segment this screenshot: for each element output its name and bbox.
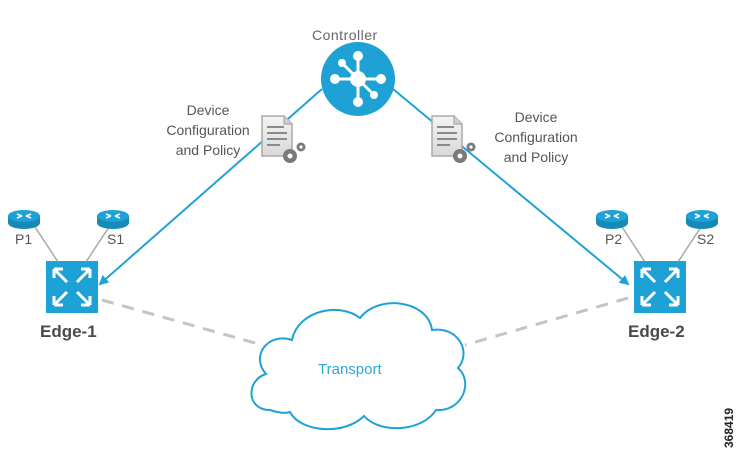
edge2-to-transport-link bbox=[464, 296, 629, 347]
config-label-left: Device Configuration and Policy bbox=[158, 100, 258, 160]
config-label-left-line2: Configuration bbox=[166, 122, 250, 138]
controller-label: Controller bbox=[312, 27, 378, 43]
router-label-s2: S2 bbox=[697, 231, 715, 247]
router-icon-p1 bbox=[8, 210, 40, 229]
router-label-p1: P1 bbox=[15, 231, 33, 247]
p1-to-edge1-link bbox=[32, 223, 59, 263]
router-icon-s2 bbox=[686, 210, 718, 229]
p2-to-edge2-link bbox=[619, 223, 646, 263]
document-gear-icon-left bbox=[261, 115, 306, 163]
config-label-right-line3: and Policy bbox=[503, 149, 569, 165]
cloud-icon bbox=[250, 302, 467, 430]
config-label-left-line3: and Policy bbox=[175, 142, 241, 158]
edge1-label: Edge-1 bbox=[40, 322, 97, 341]
router-label-p2: P2 bbox=[605, 231, 623, 247]
edge2-label: Edge-2 bbox=[628, 322, 685, 341]
router-label-s1: S1 bbox=[107, 231, 125, 247]
transport-label: Transport bbox=[318, 361, 382, 378]
config-label-right-line1: Device bbox=[514, 109, 558, 125]
config-label-right: Device Configuration and Policy bbox=[486, 107, 586, 167]
s2-to-edge2-link bbox=[677, 223, 704, 263]
figure-id: 368419 bbox=[722, 407, 736, 448]
document-gear-icon-right bbox=[431, 115, 476, 163]
config-label-left-line1: Device bbox=[186, 102, 230, 118]
controller-icon bbox=[321, 42, 395, 116]
config-label-right-line2: Configuration bbox=[494, 129, 578, 145]
edge2-switch-icon bbox=[634, 261, 686, 313]
router-icon-s1 bbox=[97, 210, 129, 229]
edge1-switch-icon bbox=[46, 261, 98, 313]
edge1-to-transport-link bbox=[101, 298, 263, 347]
s1-to-edge1-link bbox=[85, 223, 112, 263]
router-icon-p2 bbox=[596, 210, 628, 229]
